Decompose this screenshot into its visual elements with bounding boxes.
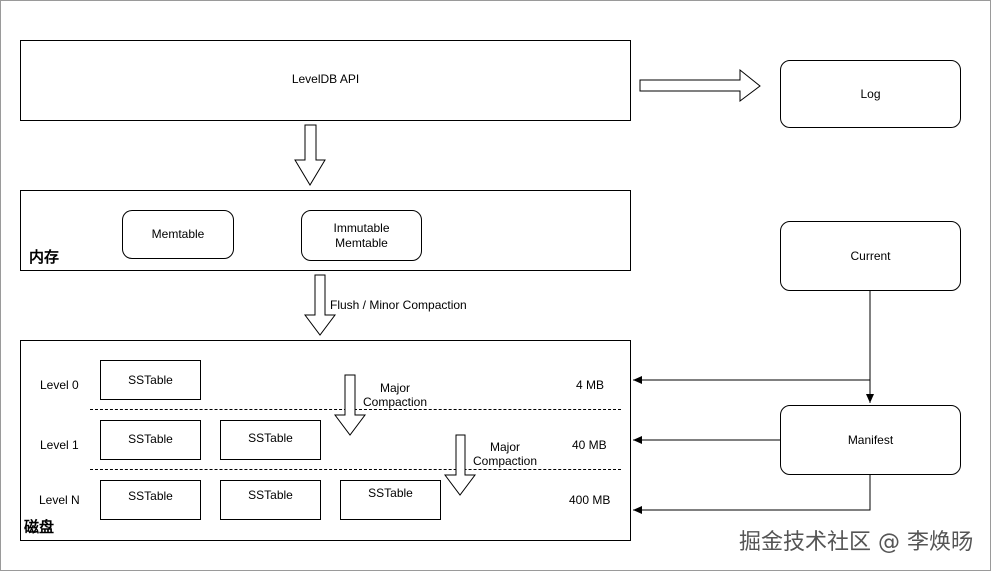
sstable-leveln-3: SSTable [340, 480, 441, 520]
major-compaction-1-line1: Major [379, 381, 410, 395]
memtable-label: Memtable [151, 227, 205, 241]
watermark: 掘金技术社区 @ 李焕旸 [739, 530, 973, 555]
current-label: Current [850, 248, 891, 263]
major-compaction-label-1: Major Compaction [360, 381, 430, 409]
major-compaction-label-2: Major Compaction [470, 440, 540, 468]
level-0-label: Level 0 [40, 378, 79, 392]
sstable-leveln-1: SSTable [100, 480, 201, 520]
sstable-level0-1: SSTable [100, 360, 201, 400]
memtable-box: Memtable [122, 210, 234, 259]
level-0-size: 4 MB [576, 378, 605, 392]
sstable-level1-2: SSTable [220, 420, 321, 460]
current-box: Current [780, 221, 961, 291]
leveldb-api-label: LevelDB API [291, 72, 360, 86]
api-to-memory-arrow [294, 124, 326, 186]
major-compaction-arrow-1 [334, 374, 366, 436]
major-compaction-1-line2: Compaction [362, 395, 428, 409]
sstable-level1-1: SSTable [100, 420, 201, 460]
major-compaction-2-line1: Major [489, 440, 520, 454]
log-label: Log [860, 86, 881, 101]
api-to-log-arrow [639, 68, 761, 102]
leveldb-api-box: LevelDB API [20, 40, 631, 121]
manifest-to-leveln-line [633, 475, 871, 514]
manifest-label: Manifest [847, 432, 894, 447]
immutable-label-line2: Memtable [335, 235, 388, 250]
immutable-memtable-box: Immutable Memtable [301, 210, 422, 261]
level-1-label: Level 1 [40, 438, 79, 452]
immutable-label-line1: Immutable [333, 220, 390, 235]
memory-title: 内存 [29, 248, 60, 266]
major-compaction-2-line2: Compaction [472, 454, 538, 468]
major-compaction-arrow-2 [444, 434, 476, 496]
flush-label: Flush / Minor Compaction [330, 298, 467, 312]
level-1-size: 40 MB [572, 438, 607, 452]
level-n-label: Level N [39, 493, 80, 507]
level-separator-2 [90, 469, 621, 470]
manifest-box: Manifest [780, 405, 961, 475]
flush-arrow [304, 274, 336, 336]
level-n-size: 400 MB [569, 493, 611, 507]
log-box: Log [780, 60, 961, 128]
disk-title: 磁盘 [24, 518, 55, 536]
sstable-leveln-2: SSTable [220, 480, 321, 520]
